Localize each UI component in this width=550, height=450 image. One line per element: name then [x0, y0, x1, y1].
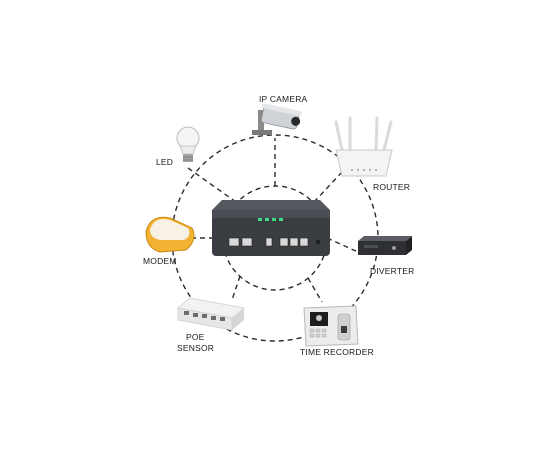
- time-recorder-device: [303, 305, 359, 347]
- device-label-poe-sensor-line1: POE: [186, 332, 205, 342]
- hub-status-leds: [258, 218, 283, 221]
- spoke-diverter: [326, 237, 359, 253]
- led-bulb-device: [176, 126, 200, 162]
- spoke-router: [313, 171, 343, 203]
- ip-camera-device: [252, 103, 302, 135]
- connection-spokes: [187, 138, 359, 303]
- spoke-poe-sensor: [231, 275, 241, 301]
- hub-ports: [228, 237, 309, 247]
- router-device: [334, 116, 393, 177]
- device-label-diverter: DIVERTER: [370, 266, 414, 276]
- device-label-time-recorder: TIME RECORDER: [300, 347, 374, 357]
- diverter-device: [358, 236, 412, 255]
- device-label-modem: MODEM: [143, 256, 177, 266]
- modem-device: [145, 216, 195, 253]
- poe-sensor-device: [177, 297, 245, 331]
- device-label-led: LED: [156, 157, 173, 167]
- device-label-ip-camera: IP CAMERA: [259, 94, 308, 104]
- device-label-router: ROUTER: [373, 182, 410, 192]
- spoke-time-recorder: [307, 277, 323, 303]
- device-label-poe-sensor-line2: SENSOR: [177, 343, 214, 353]
- spoke-led: [187, 167, 237, 203]
- poe-hub-device: [212, 200, 330, 256]
